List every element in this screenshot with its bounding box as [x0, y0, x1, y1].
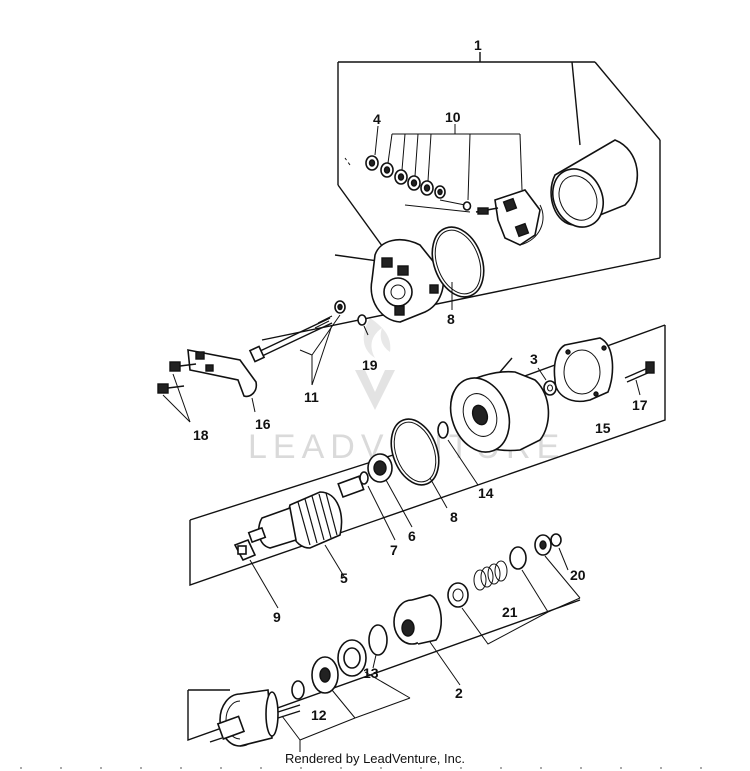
watermark-flame-icon: [363, 318, 391, 358]
front-housing: [449, 357, 550, 453]
callout-11: 11: [304, 389, 319, 405]
callout-1: 1: [474, 37, 482, 53]
callout-10: 10: [445, 109, 461, 125]
spring: [473, 560, 508, 591]
callout-7: 7: [390, 542, 398, 558]
callout-14: 14: [478, 485, 494, 501]
callout-13: 13: [363, 665, 379, 681]
motor-yoke: [550, 139, 639, 228]
group-middle: [189, 324, 666, 609]
callouts: 1 2 3 4 5 6 7 8 8 9 10 11 12 13 14 15 16…: [193, 37, 648, 723]
nut-row: [365, 155, 446, 199]
end-cover: [370, 239, 444, 323]
callout-9: 9: [273, 609, 281, 625]
callout-4: 4: [373, 111, 381, 127]
large-o-ring-upper: [431, 226, 485, 298]
watermark-logo-icon: [355, 370, 395, 410]
group-lower: [187, 533, 581, 752]
small-o-ring: [462, 201, 472, 211]
callout-19: 19: [362, 357, 378, 373]
brush-holder: [475, 189, 544, 246]
drive-gear-shaft: [209, 689, 301, 747]
pinion-clutch: [393, 594, 461, 686]
callout-16: 16: [255, 416, 271, 432]
callout-17: 17: [632, 397, 648, 413]
through-bolts: [248, 315, 333, 363]
callout-8-upper: 8: [447, 311, 455, 327]
callout-15: 15: [595, 420, 611, 436]
gasket: [553, 337, 614, 402]
callout-2: 2: [455, 685, 463, 701]
callout-12: 12: [311, 707, 327, 723]
mounting-bracket: [157, 349, 258, 423]
callout-6: 6: [408, 528, 416, 544]
callout-21: 21: [502, 604, 518, 620]
render-credit: Rendered by LeadVenture, Inc.: [285, 751, 465, 766]
callout-3: 3: [530, 351, 538, 367]
callout-8-middle: 8: [450, 509, 458, 525]
callout-18: 18: [193, 427, 209, 443]
callout-5: 5: [340, 570, 348, 586]
callout-20: 20: [570, 567, 586, 583]
armature: [247, 475, 365, 579]
group-upper: [248, 52, 661, 386]
